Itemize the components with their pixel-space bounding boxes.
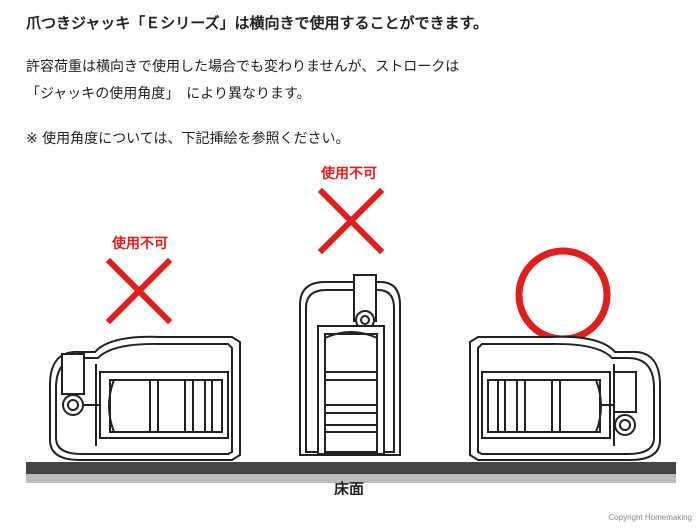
copyright-text: Copyright Homemaking [608, 513, 692, 522]
cross-mark-icon [317, 187, 385, 255]
center-not-usable: 使用不可 [317, 165, 385, 255]
center-jack [299, 274, 401, 456]
floor: 床面 [26, 462, 676, 495]
left-not-usable: 使用不可 [105, 235, 173, 325]
jack-angle-diagram: 床面 使用不可 使用不可 [26, 165, 676, 495]
floor-label: 床面 [334, 480, 364, 495]
right-jack [469, 335, 661, 461]
body-line-2: 「ジャッキの使用角度」 により異なります。 [26, 86, 311, 102]
left-jack [49, 335, 241, 461]
note-text: ※ 使用角度については、下記挿絵を参照ください。 [26, 131, 350, 147]
left-not-usable-label: 使用不可 [111, 235, 168, 252]
body-paragraph: 許容荷重は横向きで使用した場合でも変わりませんが、ストロークは 「ジャッキの使用… [26, 54, 459, 108]
page-heading: 爪つきジャッキ「Ｅシリーズ」は横向きで使用することができます。 [26, 14, 489, 32]
cross-mark-icon [105, 257, 173, 325]
center-not-usable-label: 使用不可 [320, 165, 377, 182]
circle-mark-icon [515, 247, 611, 343]
body-line-1: 許容荷重は横向きで使用した場合でも変わりませんが、ストロークは [26, 59, 460, 75]
right-usable [515, 247, 611, 343]
